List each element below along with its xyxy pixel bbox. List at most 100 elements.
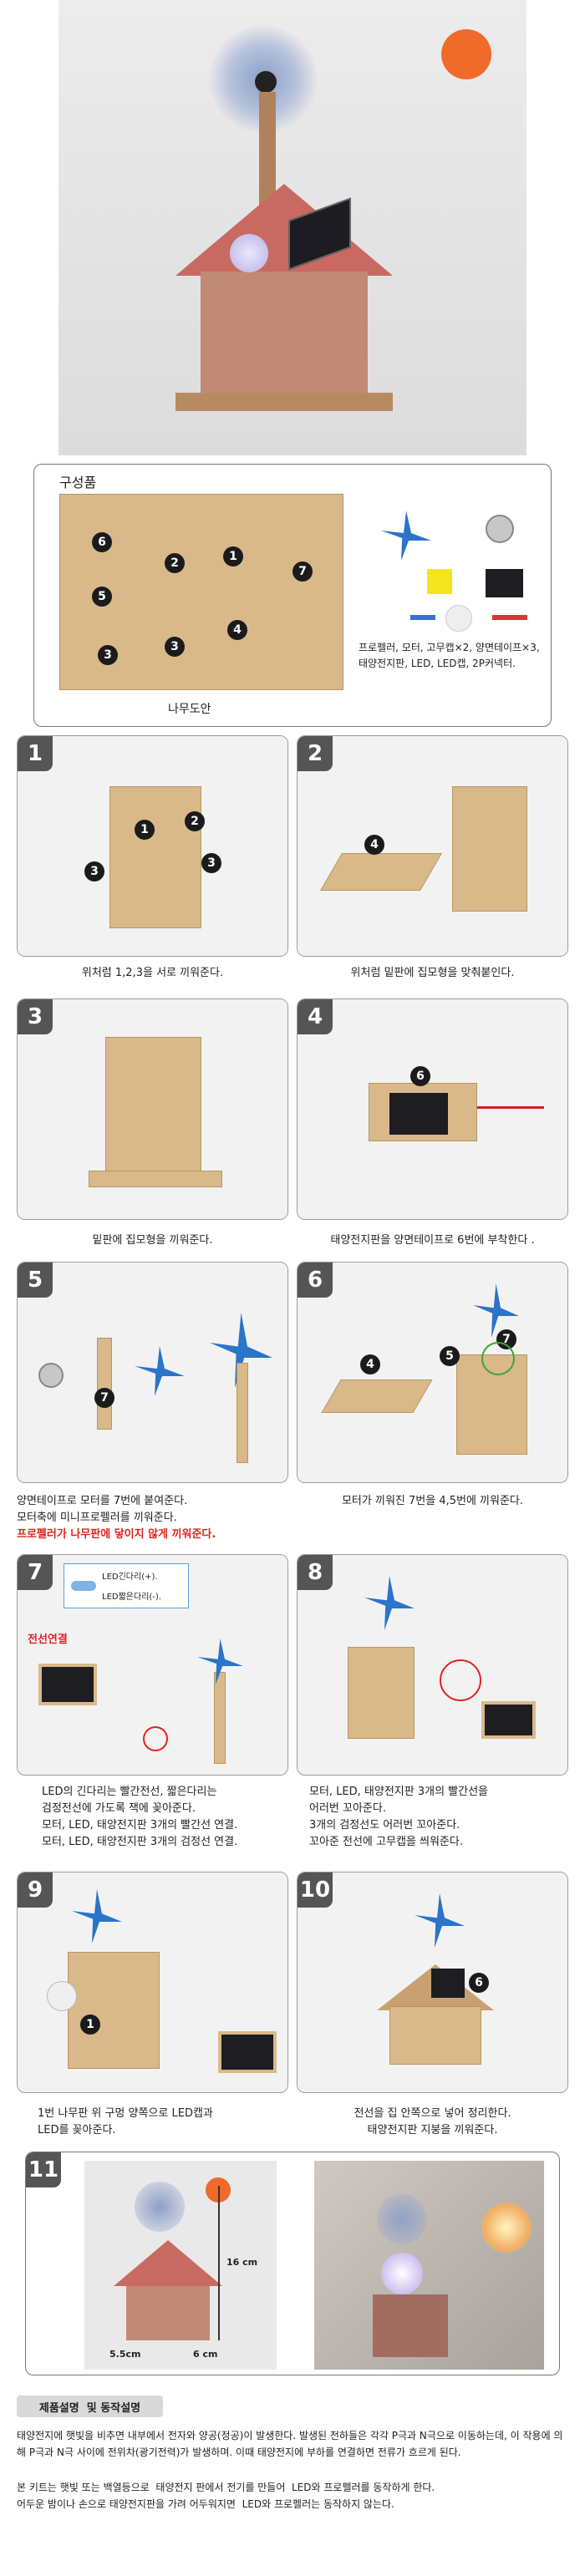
step-7-card: LED긴다리(+). LED짧은다리(-). 전선연결 7 [17, 1554, 288, 1776]
propeller-icon [135, 1346, 185, 1396]
motor-icon [486, 515, 514, 543]
propeller-icon [415, 1893, 465, 1948]
step-8-photo [298, 1555, 567, 1775]
height-line [218, 2186, 220, 2340]
step-7-caption-2: 검정전선에 가도록 잭에 꽂아준다. [42, 1802, 196, 1815]
highlight-circle [481, 1342, 515, 1375]
house-body [373, 2294, 448, 2357]
propeller-icon [72, 1889, 122, 1943]
marker-1: 1 [135, 820, 155, 840]
solar-cell-icon [486, 569, 523, 597]
house-base [176, 393, 393, 411]
marker-2: 2 [185, 811, 205, 831]
led-light [381, 2253, 423, 2294]
led-cap-icon [445, 605, 472, 632]
led-icon [71, 1581, 96, 1591]
propeller-icon [381, 511, 431, 561]
board-label: 나무도안 [168, 703, 211, 716]
step-7-badge: 7 [18, 1555, 53, 1590]
step-8-badge: 8 [298, 1555, 333, 1590]
step-4-caption: 태양전지판을 양면테이프로 6번에 부착한다 . [330, 1234, 535, 1247]
part-1-marker: 1 [223, 546, 243, 567]
step-10-badge: 10 [298, 1872, 333, 1908]
marker-6: 6 [410, 1066, 430, 1086]
highlight-circle [440, 1659, 481, 1701]
step-8-caption-4: 꼬아준 전선에 고무캡을 씌워준다. [309, 1836, 463, 1848]
dim-height: 16 cm [226, 2257, 258, 2268]
step-4-badge: 4 [298, 999, 333, 1034]
desc-title: 제품설명 및 동작설명 [38, 2401, 141, 2415]
solar-panel [38, 1664, 97, 1705]
step-10-photo: 6 [298, 1872, 567, 2092]
legend-short-leg: LED짧은다리(-). [102, 1593, 161, 1602]
marker-7: 7 [94, 1388, 114, 1408]
house-body [126, 2286, 210, 2340]
fan-blur [377, 2194, 427, 2244]
tape-icon [427, 569, 452, 594]
wood-board: 6 2 1 7 5 4 3 3 [59, 494, 343, 690]
step-9-caption-2: LED를 꽂아준다. [38, 2124, 116, 2137]
step-5-badge: 5 [18, 1263, 53, 1298]
step-6-caption: 모터가 끼워진 7번을 4,5번에 끼워준다. [341, 1495, 524, 1507]
marker-1: 1 [80, 2015, 100, 2035]
propeller-icon [364, 1576, 415, 1630]
marker-5: 5 [440, 1346, 460, 1366]
step-11-badge: 11 [26, 2152, 61, 2187]
step-11-card: 16 cm 5.5cm 6 cm 11 [25, 2152, 560, 2375]
house-roof [176, 184, 393, 276]
components-title: 구성품 [59, 475, 97, 490]
parts-text: 프로펠러, 모터, 고무캡×2, 양면테이프×3, 태양전지판, LED, LE… [359, 642, 540, 669]
led-legend-box: LED긴다리(+). LED짧은다리(-). [64, 1563, 189, 1608]
step-7-caption-3: 모터, LED, 태양전지판 3개의 빨간선 연결. [42, 1819, 238, 1832]
wire-connect-label: 전선연결 [28, 1633, 68, 1646]
desc-paragraph: 태양전지에 햇빛을 비추면 내부에서 전자와 양공(정공)이 발생한다. 발생된… [17, 2430, 563, 2458]
dim-depth: 5.5cm [109, 2349, 141, 2360]
step-4-photo: 6 [298, 999, 567, 1219]
house-frame [452, 786, 527, 912]
desc-title-tab: 제품설명 및 동작설명 [17, 2396, 163, 2417]
step-8-caption-1: 모터, LED, 태양전지판 3개의 빨간선을 [309, 1786, 489, 1798]
step-1-badge: 1 [18, 736, 53, 771]
roof [114, 2240, 222, 2286]
step-1-caption: 위처럼 1,2,3을 서로 끼워준다. [81, 967, 224, 979]
led-icon [410, 615, 435, 620]
marker-6: 6 [469, 1973, 489, 1993]
base-plate [89, 1171, 222, 1187]
highlight-circle [143, 1726, 168, 1751]
house-body [201, 272, 368, 397]
legend-long-leg: LED긴다리(+). [102, 1573, 158, 1582]
step-8-caption-2: 어러번 꼬아준다. [309, 1802, 386, 1815]
components-card: 구성품 6 2 1 7 5 4 3 3 나무도안 프로펠러, 모터, 고무캡×2… [33, 464, 552, 727]
fan-blur [135, 2182, 185, 2232]
lamp-glow [481, 2203, 532, 2253]
part-5-marker: 5 [92, 587, 112, 607]
led-glow [230, 234, 268, 272]
solar-panel [218, 2031, 277, 2073]
marker-4: 4 [360, 1354, 380, 1374]
motor-icon [38, 1363, 64, 1388]
wire-red [477, 1106, 544, 1109]
house-frame [68, 1952, 160, 2069]
step-7-photo: LED긴다리(+). LED짧은다리(-). 전선연결 [18, 1555, 287, 1775]
step-9-card: 1 9 [17, 1872, 288, 2093]
assembled-post [237, 1363, 248, 1463]
step-5-card: 7 5 [17, 1262, 288, 1483]
hero-product-photo [58, 0, 526, 455]
post-7 [97, 1338, 112, 1430]
step-1-card: 1 2 3 3 1 [17, 735, 288, 957]
step-8-card: 8 [297, 1554, 568, 1776]
step-3-caption: 밑판에 집모형을 끼워준다. [92, 1234, 213, 1247]
step-3-photo [18, 999, 287, 1219]
dim-width: 6 cm [193, 2349, 218, 2360]
step-9-caption-1: 1번 나무판 위 구멍 양쪽으로 LED캡과 [38, 2107, 213, 2120]
step-3-card: 3 [17, 998, 288, 1220]
step-4-card: 6 4 [297, 998, 568, 1220]
step-5-photo: 7 [18, 1263, 287, 1482]
step-11-photo-lit [314, 2161, 544, 2370]
house-body [389, 2006, 481, 2065]
marker-3b: 3 [201, 853, 221, 873]
marker-4: 4 [364, 835, 384, 855]
step-2-caption: 위처럼 밑판에 집모형을 맞춰붙인다. [350, 967, 515, 979]
step-6-photo: 4 5 7 [298, 1263, 567, 1482]
step-2-badge: 2 [298, 736, 333, 771]
